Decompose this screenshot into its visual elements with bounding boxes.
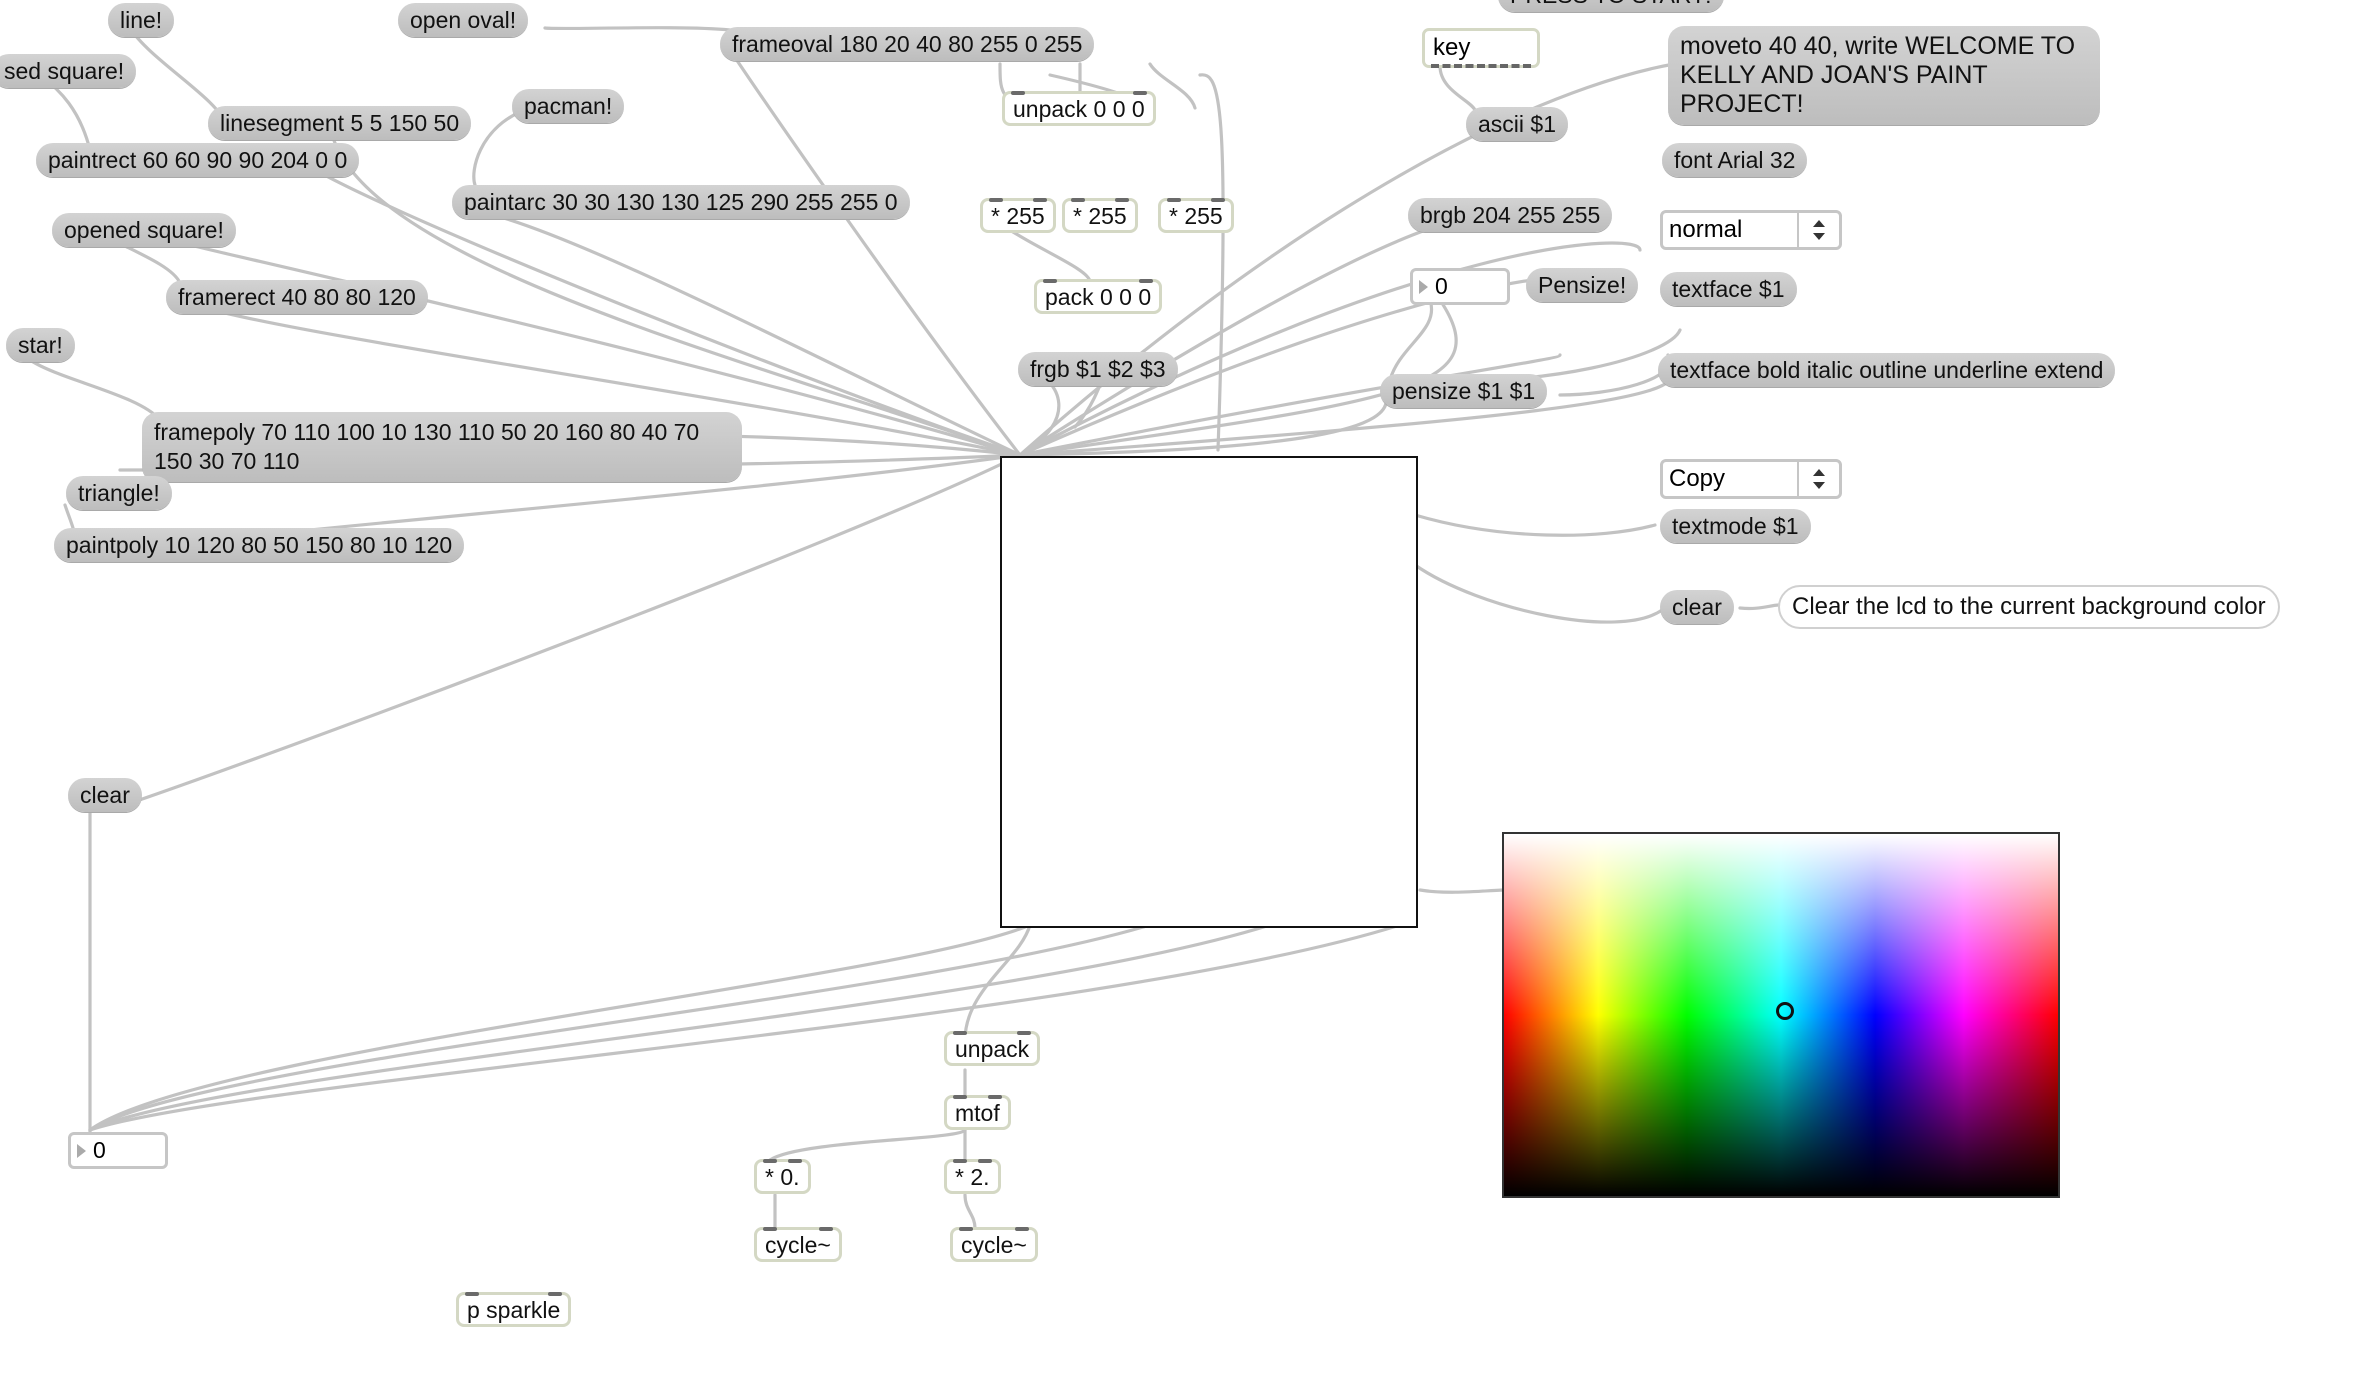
chevron-up-down-icon (1797, 213, 1839, 247)
frgb-message[interactable]: frgb $1 $2 $3 (1018, 352, 1178, 386)
multiply-255-object-3[interactable]: * 255 (1158, 198, 1234, 233)
patch-cord (1148, 62, 1197, 110)
patch-cord (1558, 353, 1671, 397)
framepoly-message[interactable]: framepoly 70 110 100 10 130 110 50 20 16… (142, 412, 742, 482)
sparkle-subpatch[interactable]: p sparkle (456, 1292, 572, 1327)
multiply-float-object[interactable]: * 0. (754, 1159, 811, 1194)
patch-cord (1738, 603, 1782, 611)
multiply-two-object[interactable]: * 2. (944, 1159, 1001, 1194)
patch-cord (728, 48, 1022, 457)
textmode-menu[interactable]: Copy (1660, 459, 1842, 499)
textface-menu-value: normal (1669, 216, 1743, 243)
cycle-object-2[interactable]: cycle~ (950, 1227, 1038, 1262)
ascii-message[interactable]: ascii $1 (1466, 107, 1568, 141)
patch-cord (88, 923, 1402, 1132)
number-arrow-icon (1419, 280, 1428, 294)
patch-cord (543, 26, 732, 32)
welcome-message[interactable]: moveto 40 40, write WELCOME TO KELLY AND… (1668, 26, 2100, 125)
linesegment-message[interactable]: linesegment 5 5 150 50 (208, 106, 472, 140)
font-message[interactable]: font Arial 32 (1662, 143, 1808, 177)
pensize-number-value: 0 (1435, 273, 1448, 299)
clear-message-left[interactable]: clear (68, 778, 142, 812)
lcd-output-number-box[interactable]: 0 (68, 1132, 168, 1169)
patch-cord (328, 123, 1022, 457)
textmode-menu-value: Copy (1669, 465, 1726, 492)
unpack-object[interactable]: unpack 0 0 0 (1002, 91, 1156, 126)
textmode-message[interactable]: textmode $1 (1660, 509, 1811, 543)
closed-square-message[interactable]: sed square! (0, 54, 137, 88)
opened-square-message[interactable]: opened square! (52, 213, 236, 247)
pacman-message[interactable]: pacman! (512, 89, 625, 123)
patch-cord (108, 453, 1022, 812)
patch-cord (88, 923, 1032, 1132)
clear-comment: Clear the lcd to the current background … (1778, 585, 2280, 629)
line-message[interactable]: line! (108, 3, 175, 37)
paintarc-message[interactable]: paintarc 30 30 130 130 125 290 255 255 0 (452, 185, 910, 219)
chevron-up-down-icon (1797, 462, 1839, 496)
number-arrow-icon (77, 1144, 86, 1158)
textface-message[interactable]: textface $1 (1660, 272, 1797, 306)
lcd-canvas[interactable] (1000, 456, 1418, 928)
patch-cord (1198, 73, 1225, 452)
pack-object[interactable]: pack 0 0 0 (1034, 279, 1163, 314)
open-oval-message[interactable]: open oval! (398, 3, 529, 37)
patch-cord (88, 923, 1272, 1132)
brgb-message[interactable]: brgb 204 255 255 (1408, 198, 1613, 232)
patch-cord (1413, 563, 1664, 624)
pensize-label-message[interactable]: Pensize! (1526, 268, 1639, 302)
patch-cord (128, 26, 227, 126)
textface-styles-message[interactable]: textface bold italic outline underline e… (1658, 353, 2116, 387)
patch-cord (1438, 64, 1477, 112)
lcd-output-number-value: 0 (93, 1137, 106, 1163)
patch-cord (28, 358, 162, 422)
textface-menu[interactable]: normal (1660, 210, 1842, 250)
framerect-message[interactable]: framerect 40 80 80 120 (166, 280, 428, 314)
patch-cord (1418, 888, 1507, 894)
pensize-number-box[interactable]: 0 (1410, 268, 1510, 305)
press-to-start-message[interactable]: PRESS TO START! (1498, 0, 1724, 12)
patch-cord (1018, 391, 1388, 457)
mtof-object[interactable]: mtof (944, 1095, 1011, 1130)
color-picker-cursor[interactable] (1776, 1002, 1794, 1020)
patch-cord (1388, 298, 1434, 382)
clear-message-right[interactable]: clear (1660, 590, 1734, 624)
star-message[interactable]: star! (6, 328, 75, 362)
patch-cord (963, 1193, 977, 1230)
patch-cord (472, 110, 522, 187)
triangle-message[interactable]: triangle! (66, 476, 172, 510)
unpack-bottom-object[interactable]: unpack (944, 1031, 1041, 1066)
color-picker[interactable] (1502, 832, 2060, 1198)
pensize-message[interactable]: pensize $1 $1 (1380, 374, 1548, 408)
patch-cord (963, 923, 1032, 1042)
multiply-255-object-2[interactable]: * 255 (1062, 198, 1138, 233)
patch-cord (1018, 212, 1522, 457)
frameoval-message[interactable]: frameoval 180 20 40 80 255 0 255 (720, 27, 1095, 61)
patch-cord (1413, 513, 1657, 537)
multiply-255-object-1[interactable]: * 255 (980, 198, 1056, 233)
patch-cord (768, 1128, 967, 1162)
cycle-object-1[interactable]: cycle~ (754, 1227, 842, 1262)
key-object[interactable]: key (1422, 28, 1540, 68)
paintpoly-message[interactable]: paintpoly 10 120 80 50 150 80 10 120 (54, 528, 465, 562)
patch-cord (1008, 228, 1092, 284)
paintrect-message[interactable]: paintrect 60 60 90 90 204 0 0 (36, 143, 360, 177)
